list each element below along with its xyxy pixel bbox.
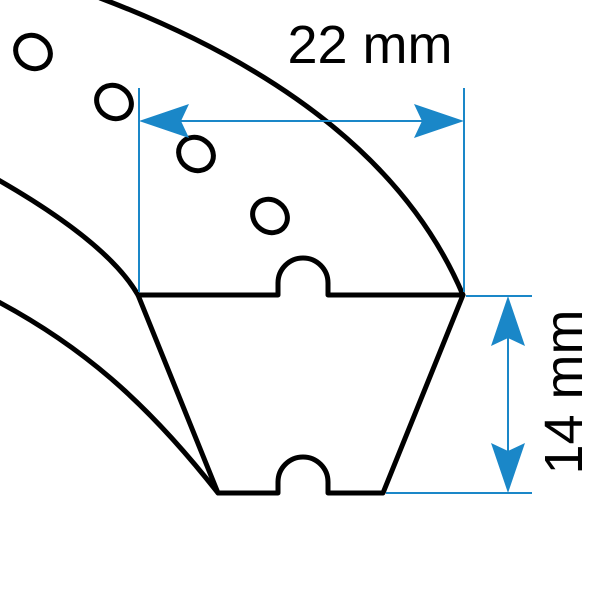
belt-hole (13, 32, 53, 72)
width-label: 22 mm (287, 15, 452, 75)
height-arrow-top (491, 296, 525, 346)
belt-outer-curve (98, 0, 466, 298)
belt-inner-curve-upper (0, 178, 141, 298)
height-arrow-bottom (491, 443, 525, 493)
belt-cross-section (135, 255, 466, 496)
width-arrow-right (414, 104, 464, 138)
width-arrow-left (139, 104, 189, 138)
belt-hole (250, 196, 290, 236)
belt-hole (94, 82, 134, 122)
belt-hole (176, 134, 216, 174)
height-label: 14 mm (534, 309, 594, 474)
belt-inner-curve-lower (0, 299, 221, 496)
